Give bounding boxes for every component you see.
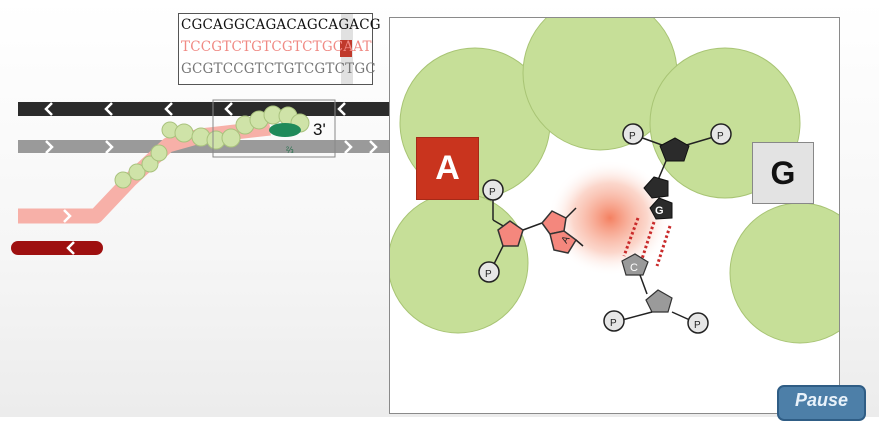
incoming-nucleotide-a: A P P (478, 179, 584, 283)
phosphate-icon (482, 179, 504, 201)
template-base-label: G (752, 142, 814, 204)
active-site-glyph: ⅔ (286, 145, 294, 155)
phosphate-icon (710, 123, 732, 145)
incoming-base-label: A (416, 137, 479, 200)
grey-template-strand (18, 140, 390, 154)
sequence-line-new: TCCGTCTGTCGTCTGCAAT (181, 39, 372, 55)
phosphate-icon (478, 261, 500, 283)
phosphate-icon (687, 312, 709, 334)
zoom-region-frame (212, 99, 336, 158)
catalytic-glow (548, 160, 672, 276)
phosphate-label: P (485, 269, 492, 280)
three-prime-end-label: 3' (313, 120, 326, 139)
phosphate-icon (603, 310, 625, 332)
strand-direction-arrows (45, 140, 378, 154)
phosphate-label: P (489, 187, 496, 198)
panel-drawing: A P P P P G (390, 18, 839, 344)
primer-arrows (66, 241, 75, 255)
hydrogen-bonds (622, 217, 672, 267)
sequence-line-template: CGCAGGCAGACAGCAGACG (181, 17, 381, 33)
phosphate-label: P (610, 318, 617, 329)
template-nucleotides: P P G C P (603, 123, 732, 334)
dna-strands-view: ⅔ 3' (11, 99, 390, 255)
polymerase-active-site (269, 123, 301, 137)
sequence-base-highlight (340, 40, 352, 57)
top-template-strand (18, 102, 390, 116)
polymerase-beads (114, 105, 310, 189)
strand-direction-arrows (44, 102, 346, 116)
nucleotide-a-letter: A (560, 234, 573, 246)
sequence-line-complement: GCGTCCGTCTGTCGTCTGC (181, 61, 376, 77)
zoomed-polymerase-panel: A P P P P G (389, 17, 840, 414)
nucleotide-g-letter: G (655, 205, 664, 217)
nucleotide-c-letter: C (630, 262, 638, 274)
phosphate-label: P (629, 131, 636, 142)
pause-button[interactable]: Pause (777, 385, 866, 421)
phosphate-label: P (717, 131, 724, 142)
phosphate-icon (622, 123, 644, 145)
pink-strand-arrows (63, 209, 72, 223)
phosphate-label: P (694, 320, 701, 331)
